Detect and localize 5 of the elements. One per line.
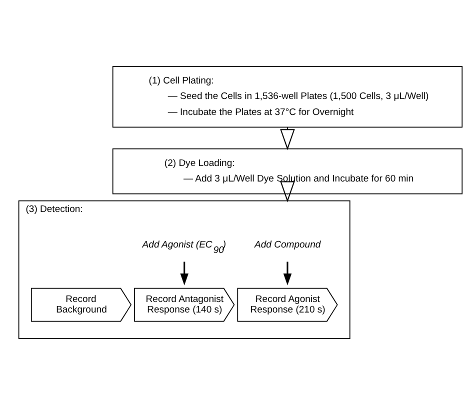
node-text: Add Compound [254, 239, 321, 250]
arrow [283, 262, 292, 286]
arrow [180, 262, 188, 286]
node-box: (1) Cell Plating: — Seed the Cells in 1,536-well Plates (1,500 Cells, 3 μL/Well) — Incubate the Plates at 37°C for Overnight [112, 66, 463, 128]
arrow [280, 181, 295, 202]
